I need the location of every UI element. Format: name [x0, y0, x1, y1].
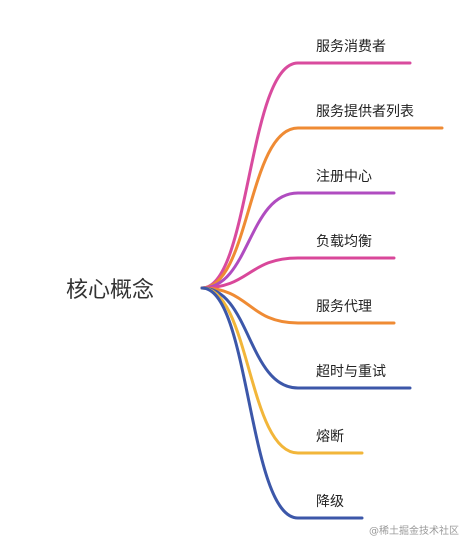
branch-label-7: 熔断	[316, 429, 344, 445]
branch-line-3	[200, 191, 396, 290]
branch-label-1: 服务消费者	[316, 39, 386, 55]
branch-label-6: 超时与重试	[316, 364, 386, 380]
branch-line-4	[200, 256, 396, 290]
branch-line-5	[200, 286, 396, 325]
branch-line-1	[200, 61, 412, 290]
branch-line-8	[200, 286, 364, 520]
branch-label-8: 降级	[316, 494, 344, 510]
branch-label-2: 服务提供者列表	[316, 104, 414, 120]
branch-label-4: 负载均衡	[316, 234, 372, 250]
branch-line-2	[200, 126, 444, 290]
root-node-label: 核心概念	[66, 278, 154, 303]
branch-label-3: 注册中心	[316, 169, 372, 185]
branch-label-5: 服务代理	[316, 299, 372, 315]
branch-line-6	[200, 286, 412, 390]
branch-line-7	[200, 286, 364, 455]
watermark: @稀土掘金技术社区	[369, 524, 459, 537]
